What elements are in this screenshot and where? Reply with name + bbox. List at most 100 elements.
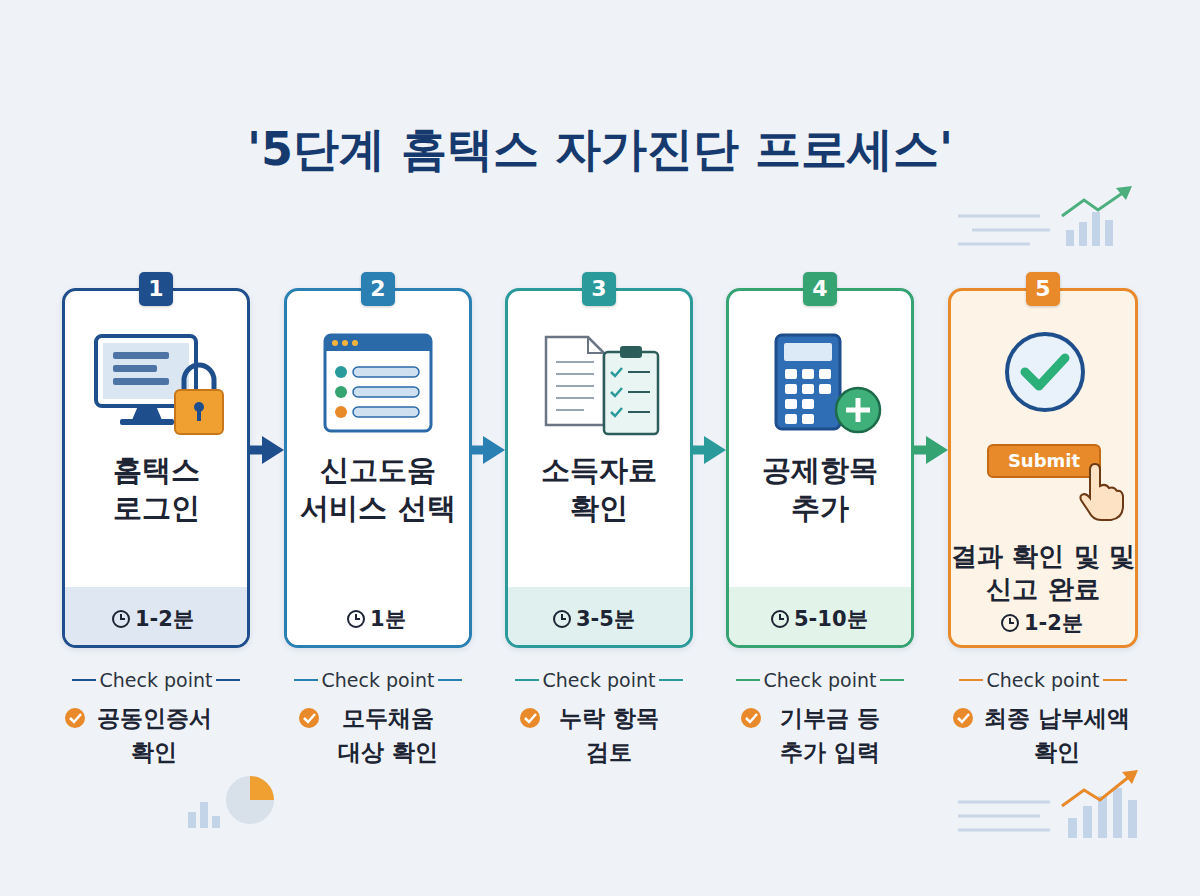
calculator-key bbox=[802, 384, 814, 394]
deco-pie-slice bbox=[250, 776, 274, 800]
deco-bar bbox=[1113, 788, 1122, 838]
calculator-key bbox=[785, 414, 797, 424]
clipboard-line bbox=[628, 411, 650, 413]
monitor-stand bbox=[132, 406, 162, 420]
flow-arrow bbox=[914, 446, 948, 455]
step-card: 2신고도움 서비스 선택1분 bbox=[284, 288, 472, 648]
check-bullet-mark bbox=[525, 714, 536, 722]
step-badge: 3 bbox=[582, 272, 616, 306]
check-bullet bbox=[953, 708, 973, 728]
checkpoint-rules bbox=[72, 680, 1127, 681]
screen-line bbox=[113, 378, 169, 385]
clock-icon bbox=[113, 611, 129, 627]
monitor-base bbox=[120, 419, 174, 425]
step-duration: 3-5분 bbox=[576, 606, 635, 632]
checkpoint-rule bbox=[515, 679, 539, 681]
calculator-key bbox=[785, 384, 797, 394]
diagram-title: '5단계 홈택스 자가진단 프로세스' bbox=[0, 120, 1200, 178]
checkpoint-rule bbox=[736, 679, 760, 681]
calculator-key bbox=[785, 399, 797, 409]
check-mark bbox=[611, 388, 622, 396]
clock-hands bbox=[780, 614, 784, 619]
deco-bar bbox=[1083, 806, 1092, 838]
checkpoint-text: 기부금 등 추가 입력 bbox=[765, 701, 895, 769]
flow-arrow bbox=[693, 446, 726, 455]
step-title: 결과 확인 및 및 신고 완료 bbox=[948, 540, 1138, 606]
step-title: 홈택스 로그인 bbox=[81, 451, 231, 527]
clock-icon bbox=[772, 611, 788, 627]
checkpoint-text: 모두채움 대상 확인 bbox=[323, 701, 453, 769]
clock-icon bbox=[554, 611, 570, 627]
step-duration: 1-2분 bbox=[1024, 610, 1083, 636]
list-bar bbox=[353, 367, 419, 377]
calculator-key bbox=[785, 369, 797, 379]
clock-hands bbox=[1010, 618, 1014, 623]
document-line bbox=[556, 397, 594, 399]
deco-line bbox=[958, 243, 1030, 246]
checkpoint-heading: Check point bbox=[740, 667, 900, 693]
step-duration: 1분 bbox=[370, 606, 406, 632]
calculator-key bbox=[802, 369, 814, 379]
hand-cursor bbox=[1080, 464, 1123, 520]
screen-line bbox=[113, 352, 169, 359]
check-mark bbox=[611, 368, 622, 376]
document-line bbox=[556, 409, 584, 411]
browser-dot bbox=[342, 340, 348, 346]
check-bullet bbox=[65, 708, 85, 728]
list-bullet bbox=[335, 366, 347, 378]
calculator-key bbox=[802, 414, 814, 424]
step-card: 1홈택스 로그인1-2분 bbox=[62, 288, 250, 648]
plus-sign bbox=[846, 408, 870, 413]
calculator-key bbox=[819, 384, 831, 394]
list-bullet bbox=[335, 406, 347, 418]
clock-hands bbox=[356, 614, 360, 619]
deco-bar bbox=[1092, 212, 1100, 246]
edges-layer bbox=[250, 450, 948, 451]
deco-trend bbox=[1062, 192, 1124, 216]
deco-bar bbox=[1128, 800, 1137, 838]
flow-arrow bbox=[472, 446, 505, 455]
deco-bar bbox=[1068, 818, 1077, 838]
step-badge: 5 bbox=[1026, 272, 1060, 306]
deco-pie bbox=[226, 776, 274, 824]
step-number: 5 bbox=[1026, 272, 1060, 306]
step-card: 3소득자료 확인3-5분 bbox=[505, 288, 693, 648]
browser-dot bbox=[352, 340, 358, 346]
step-card: 4공제항목 추가5-10분 bbox=[726, 288, 914, 648]
screen-line bbox=[113, 365, 157, 372]
deco-bar bbox=[1079, 222, 1087, 246]
document-line bbox=[556, 361, 594, 363]
step-number: 4 bbox=[803, 272, 837, 306]
list-bar bbox=[353, 387, 419, 397]
checkpoint-heading: Check point bbox=[76, 667, 236, 693]
check-bullet-mark bbox=[70, 714, 81, 722]
clipboard bbox=[604, 352, 658, 434]
document bbox=[546, 337, 604, 425]
submit-icon bbox=[988, 334, 1123, 520]
monitor-lock-icon bbox=[96, 336, 223, 434]
check-mark bbox=[611, 408, 622, 416]
step-badge: 2 bbox=[361, 272, 395, 306]
big-check bbox=[1025, 358, 1065, 386]
deco-line bbox=[958, 801, 1050, 804]
step-number: 3 bbox=[582, 272, 616, 306]
document-fold bbox=[588, 337, 604, 353]
calculator-screen bbox=[784, 343, 832, 361]
deco-trend-head bbox=[1116, 186, 1132, 200]
deco-bottom-right bbox=[958, 770, 1138, 838]
plus-sign bbox=[856, 398, 861, 422]
checkpoint-heading: Check point bbox=[963, 667, 1123, 693]
calculator-key bbox=[819, 369, 831, 379]
checkpoint-rule bbox=[438, 679, 462, 681]
checkpoint-rule bbox=[659, 679, 683, 681]
clock-icon bbox=[348, 611, 364, 627]
checkpoint-rule bbox=[880, 679, 904, 681]
deco-bar bbox=[1105, 220, 1113, 246]
check-bullet bbox=[741, 708, 761, 728]
plus-circle bbox=[836, 388, 880, 432]
step-title: 소득자료 확인 bbox=[524, 451, 674, 527]
step-title: 신고도움 서비스 선택 bbox=[286, 451, 470, 527]
document-line bbox=[556, 373, 594, 375]
